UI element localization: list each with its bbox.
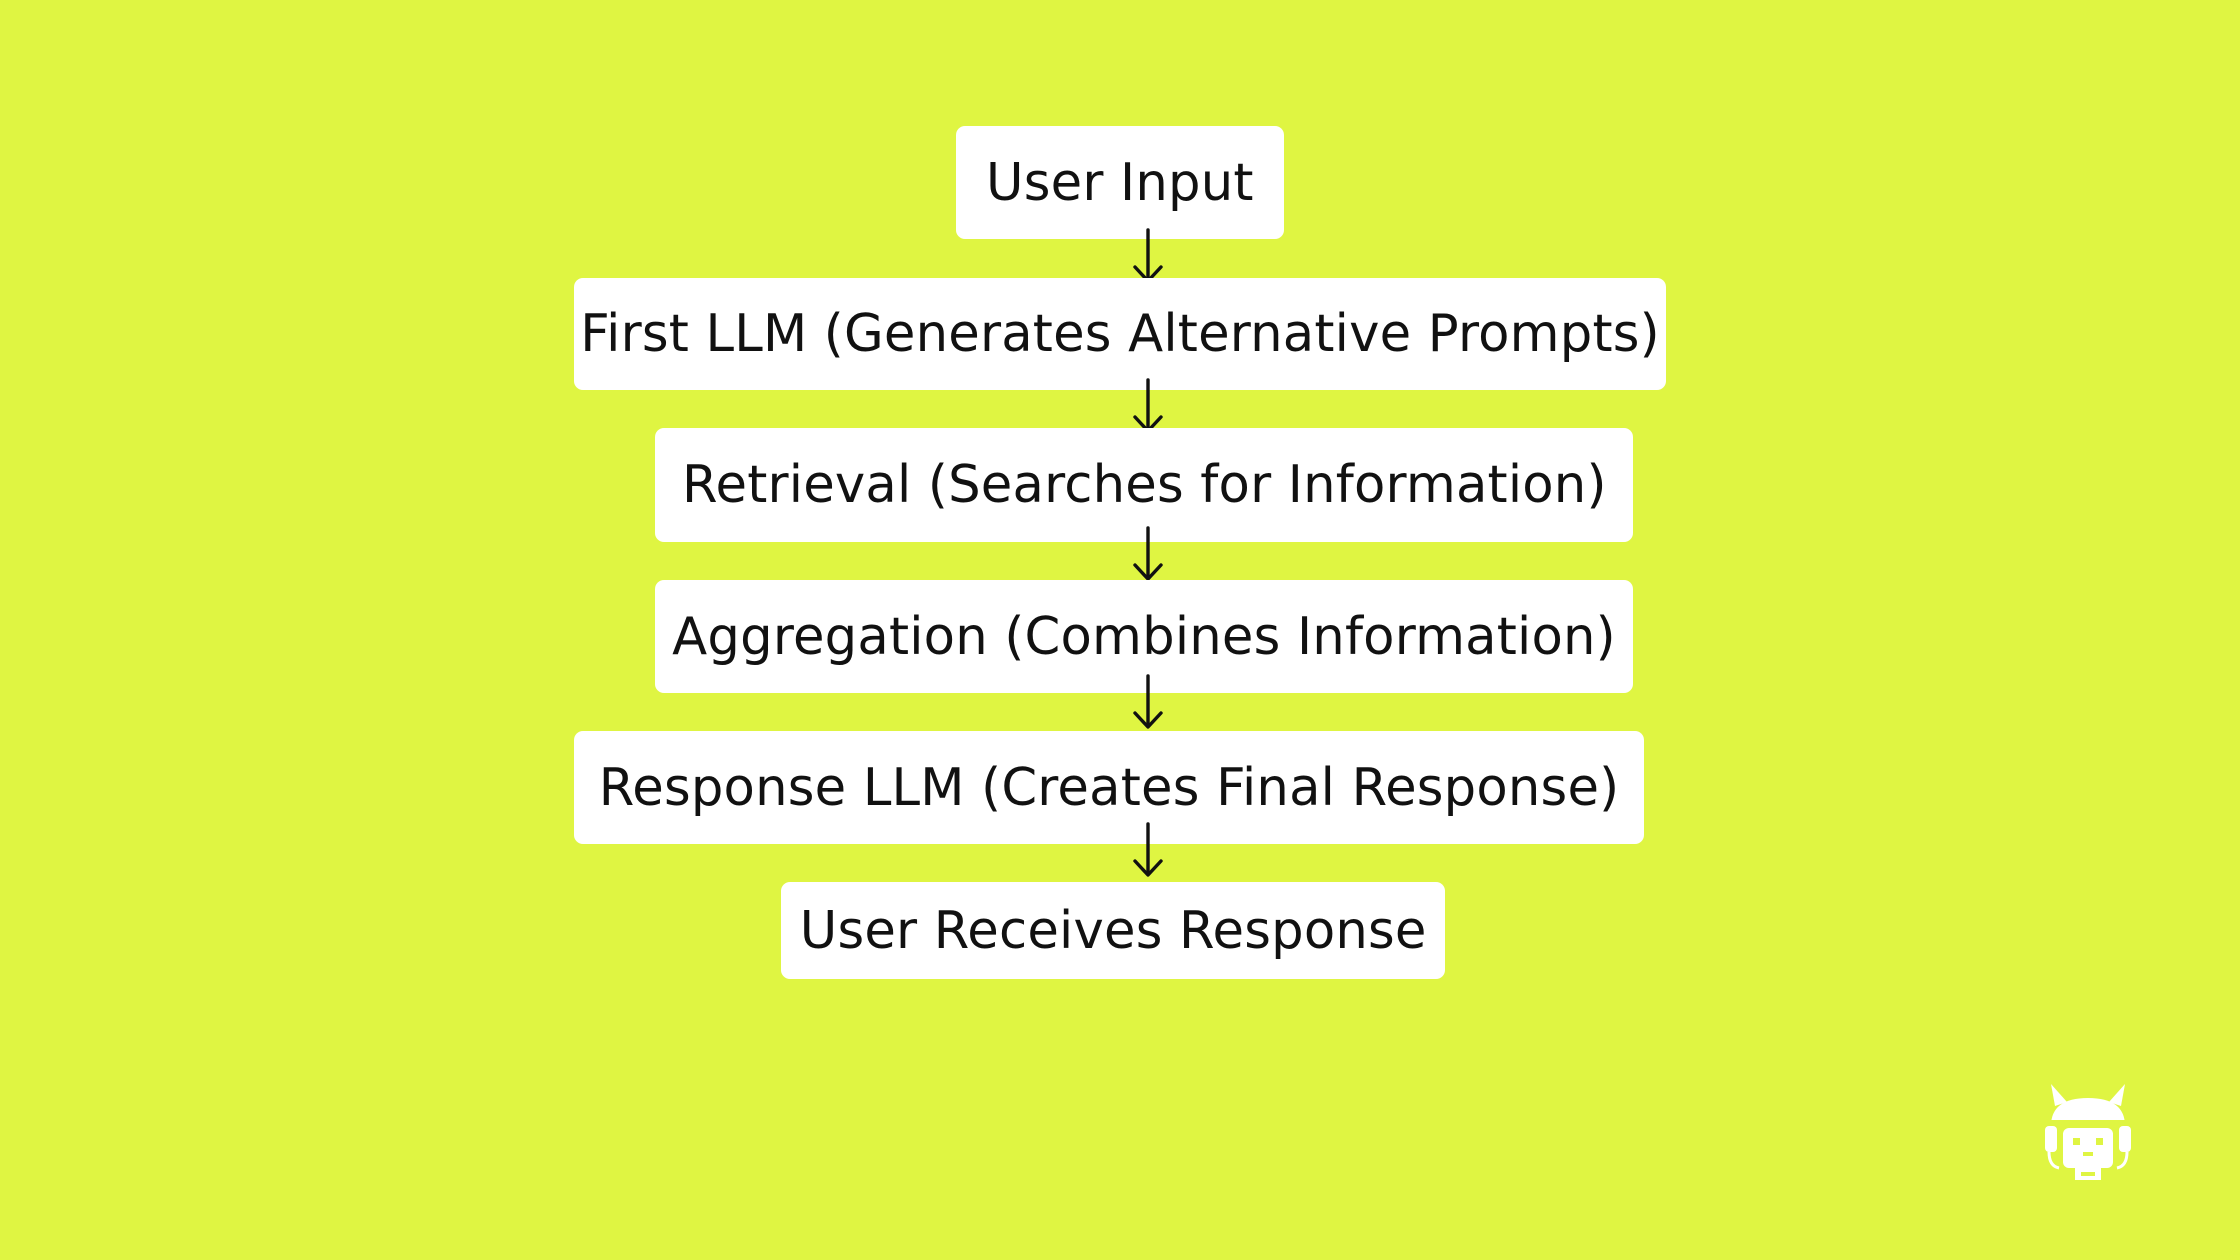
step-user-input: User Input	[956, 126, 1284, 239]
step-label: Retrieval (Searches for Information)	[681, 455, 1607, 515]
step-label: Aggregation (Combines Information)	[672, 606, 1616, 667]
down-arrow-icon	[1133, 526, 1163, 581]
step-first-llm: First LLM (Generates Alternative Prompts…	[574, 278, 1666, 390]
down-arrow-icon	[1133, 822, 1163, 877]
step-label: User Input	[986, 152, 1254, 213]
step-aggregation: Aggregation (Combines Information)	[655, 580, 1633, 693]
step-label: User Receives Response	[799, 900, 1427, 961]
cat-mascot-icon	[2045, 1084, 2131, 1180]
step-response-llm: Response LLM (Creates Final Response)	[574, 731, 1644, 844]
step-retrieval: Retrieval (Searches for Information)	[655, 428, 1633, 542]
down-arrow-icon	[1133, 674, 1163, 729]
step-label: Response LLM (Creates Final Response)	[598, 757, 1620, 818]
step-user-receives-response: User Receives Response	[781, 882, 1445, 979]
step-label: First LLM (Generates Alternative Prompts…	[580, 304, 1660, 364]
